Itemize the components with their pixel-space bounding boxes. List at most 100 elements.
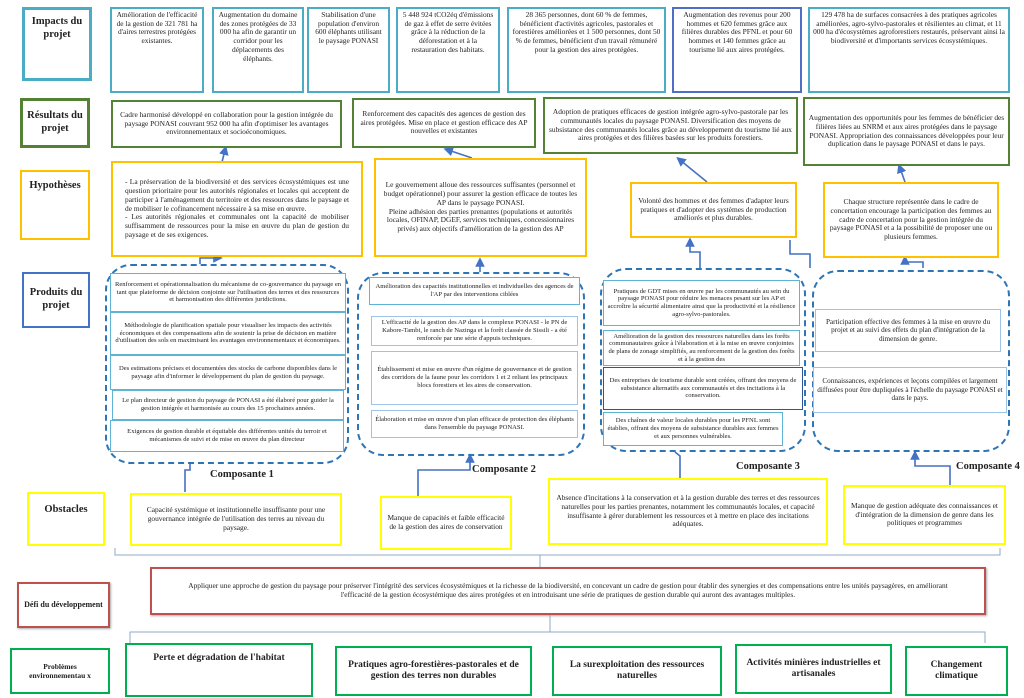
produit-text: Établissement et mise en œuvre d'un régi… — [377, 366, 572, 389]
impact-box: Augmentation des revenus pour 200 hommes… — [672, 7, 802, 93]
row-label-produits: Produits du projet — [22, 272, 90, 328]
produit-text: Exigences de gestion durable et équitabl… — [127, 428, 327, 443]
impact-box: Stabilisation d'une population d'environ… — [307, 7, 390, 93]
composante-3-label: Composante 3 — [736, 461, 800, 472]
row-label-text: Défi du développement — [24, 600, 103, 610]
produit-text: Le plan directeur de gestion du paysage … — [122, 397, 334, 412]
produit-box: Amélioration de la gestion des ressource… — [603, 330, 800, 366]
resultat-text: Adoption de pratiques efficaces de gesti… — [549, 107, 792, 143]
impact-text: Amélioration de l'efficacité de la gesti… — [116, 10, 198, 46]
row-label-obstacles: Obstacles — [27, 492, 105, 546]
row-label-text: Produits du projet — [29, 287, 83, 311]
hypothese-text: - Les autorités régionales et communales… — [125, 212, 349, 239]
produit-text: Des entreprises de tourisme durable sont… — [609, 376, 797, 400]
produit-box: Connaissances, expériences et leçons com… — [813, 367, 1007, 413]
resultat-text: Renforcement des capacités des agences d… — [360, 108, 528, 136]
produit-box: Amélioration des capacités institutionne… — [369, 277, 580, 305]
hypothese-text: Chaque structure représentée dans le cad… — [829, 197, 993, 242]
produit-text: Amélioration de la gestion des ressource… — [608, 332, 795, 363]
composante-2-label: Composante 2 — [472, 464, 536, 475]
hypothese-text: Le gouvernement alloue des ressources su… — [383, 180, 578, 207]
row-label-problemes: Problèmes environnementau x — [10, 648, 110, 694]
obstacle-box: Absence d'incitations à la conservation … — [548, 478, 828, 545]
impact-box: 28 365 personnes, dont 60 % de femmes, b… — [507, 7, 666, 93]
row-label-resultats: Résultats du projet — [20, 98, 90, 148]
produit-text: Élaboration et mise en œuvre d'un plan e… — [375, 416, 574, 431]
row-label-text: Impacts du projet — [31, 16, 83, 40]
impact-text: 5 448 924 tCO2éq d'émissions de gaz à ef… — [402, 10, 494, 54]
produit-text: Méthodologie de planification spatiale p… — [115, 321, 341, 345]
row-label-impacts: Impacts du projet — [22, 7, 92, 81]
produit-box: Le plan directeur de gestion du paysage … — [112, 390, 344, 420]
produit-box: Renforcement et opérationnalisation du m… — [110, 273, 346, 312]
probleme-box: Perte et dégradation de l'habitat — [125, 643, 313, 697]
produit-text: Pratiques de GDT mises en œuvre par les … — [607, 287, 796, 318]
produit-box: Établissement et mise en œuvre d'un régi… — [371, 351, 578, 405]
impact-box: Amélioration de l'efficacité de la gesti… — [110, 7, 204, 93]
probleme-box: Changement climatique — [905, 646, 1008, 696]
hypothese-box: - La préservation de la biodiversité et … — [111, 161, 363, 257]
produit-text: Amélioration des capacités institutionne… — [375, 283, 574, 298]
hypothese-text: - La préservation de la biodiversité et … — [125, 177, 349, 213]
impact-box: Augmentation du domaine des zones protég… — [212, 7, 304, 93]
obstacle-box: Manque de gestion adéquate des connaissa… — [843, 485, 1006, 545]
hypothese-content: Le gouvernement alloue des ressources su… — [379, 180, 582, 233]
produit-box: Méthodologie de planification spatiale p… — [110, 312, 346, 355]
row-label-text: Résultats du projet — [27, 110, 83, 134]
produit-box: Exigences de gestion durable et équitabl… — [110, 420, 344, 452]
resultat-box: Augmentation des opportunités pour les f… — [803, 97, 1010, 166]
impact-text: Stabilisation d'une population d'environ… — [315, 10, 382, 46]
defi-text: Appliquer une approche de gestion du pay… — [188, 581, 948, 599]
resultat-box: Adoption de pratiques efficaces de gesti… — [543, 97, 798, 154]
obstacle-box: Capacité systémique et institutionnelle … — [130, 493, 342, 546]
hypothese-box: Volonté des hommes et des femmes d'adapt… — [630, 182, 797, 238]
probleme-text: Activités minières industrielles et arti… — [746, 657, 881, 679]
impact-text: 28 365 personnes, dont 60 % de femmes, b… — [512, 10, 661, 54]
impact-text: 129 478 ha de surfaces consacrées à des … — [813, 10, 1005, 46]
produit-box: Des chaînes de valeur locales durables p… — [603, 412, 783, 446]
produit-box: Pratiques de GDT mises en œuvre par les … — [603, 280, 800, 326]
hypothese-content: - La préservation de la biodiversité et … — [125, 178, 349, 239]
composante-1-label: Composante 1 — [210, 469, 274, 480]
defi-box: Appliquer une approche de gestion du pay… — [150, 567, 986, 615]
produit-box: Des estimations précises et documentées … — [110, 355, 346, 390]
impact-text: Augmentation des revenus pour 200 hommes… — [681, 10, 793, 54]
hypothese-text: Volonté des hommes et des femmes d'adapt… — [638, 195, 789, 223]
produit-box: Des entreprises de tourisme durable sont… — [603, 367, 803, 410]
composante-1-container — [105, 264, 349, 464]
obstacle-text: Capacité systémique et institutionnelle … — [146, 505, 326, 532]
hypothese-box: Le gouvernement alloue des ressources su… — [374, 158, 587, 257]
impact-box: 5 448 924 tCO2éq d'émissions de gaz à ef… — [396, 7, 500, 93]
resultat-text: Cadre harmonisé développé en collaborati… — [120, 109, 333, 137]
composante-4-label: Composante 4 — [956, 461, 1020, 472]
row-label-defi: Défi du développement — [17, 582, 110, 628]
probleme-text: La surexploitation des ressources nature… — [569, 659, 705, 681]
produit-text: Participation effective des femmes à la … — [825, 317, 991, 343]
probleme-text: Pratiques agro-forestières-pastorales et… — [348, 659, 519, 681]
resultat-box: Cadre harmonisé développé en collaborati… — [111, 100, 342, 148]
impact-text: Augmentation du domaine des zones protég… — [218, 10, 298, 63]
obstacle-text: Manque de capacités et faible efficacité… — [387, 513, 505, 531]
produit-box: L'efficacité de la gestion des AP dans l… — [371, 316, 578, 346]
row-label-text: Problèmes environnementau x — [29, 662, 91, 680]
probleme-box: Pratiques agro-forestières-pastorales et… — [335, 646, 532, 696]
impact-box: 129 478 ha de surfaces consacrées à des … — [808, 7, 1010, 93]
row-label-text: Hypothèses — [29, 180, 81, 191]
probleme-box: Activités minières industrielles et arti… — [735, 644, 892, 694]
hypothese-text: Pleine adhésion des parties prenantes (p… — [386, 206, 575, 233]
produit-text: Des estimations précises et documentées … — [118, 364, 338, 380]
composante-2-container — [357, 272, 585, 456]
produit-box: Participation effective des femmes à la … — [815, 309, 1001, 352]
produit-text: L'efficacité de la gestion des AP dans l… — [381, 319, 568, 342]
row-label-text: Obstacles — [44, 504, 88, 515]
obstacle-text: Absence d'incitations à la conservation … — [556, 493, 820, 529]
row-label-hypotheses: Hypothèses — [20, 170, 90, 240]
composante-4-container — [812, 270, 1010, 452]
probleme-text: Changement climatique — [930, 659, 983, 681]
resultat-box: Renforcement des capacités des agences d… — [352, 98, 536, 148]
produit-box: Élaboration et mise en œuvre d'un plan e… — [371, 410, 578, 438]
hypothese-box: Chaque structure représentée dans le cad… — [823, 182, 999, 258]
probleme-text: Perte et dégradation de l'habitat — [153, 653, 285, 663]
resultat-text: Augmentation des opportunités pour les f… — [808, 113, 1005, 149]
